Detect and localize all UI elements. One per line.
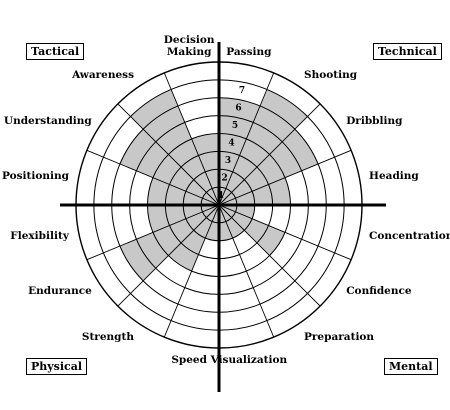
score-sector — [219, 205, 245, 239]
scale-numbers: 1 2 3 4 5 6 7 — [218, 86, 245, 201]
segment-label: Flexibility — [10, 230, 70, 242]
quadrant-axes — [60, 42, 386, 392]
scale-number: 5 — [232, 121, 238, 131]
quadrant-label-technical: Technical — [373, 43, 442, 60]
scale-number: 1 — [218, 191, 224, 201]
score-sector — [168, 205, 219, 272]
segment-labels: PassingShootingDribblingHeadingConcentra… — [2, 34, 450, 366]
score-sector — [119, 129, 219, 205]
segment-label: Confidence — [346, 285, 412, 297]
segment-divider — [163, 72, 220, 206]
segment-label: Dribbling — [346, 115, 403, 127]
score-sector — [219, 129, 319, 205]
segment-divider — [86, 204, 220, 261]
segment-label: Positioning — [2, 170, 70, 182]
segment-divider — [218, 204, 321, 307]
segment-divider — [218, 204, 275, 338]
scale-number: 2 — [221, 173, 227, 183]
scale-number: 6 — [235, 103, 241, 113]
segment-divider — [218, 149, 352, 206]
segment-divider — [117, 103, 220, 206]
segment-label: Endurance — [28, 285, 92, 297]
quadrant-label-mental: Mental — [384, 358, 438, 375]
segment-label: Passing — [226, 46, 272, 58]
score-sector — [219, 97, 261, 205]
segment-divider — [163, 204, 220, 338]
segment-divider — [86, 149, 220, 206]
scale-number: 4 — [228, 138, 234, 148]
segment-divider — [218, 204, 352, 261]
segment-label: Visualization — [210, 354, 288, 366]
segment-label: Heading — [369, 170, 419, 182]
segment-label: Awareness — [71, 69, 134, 81]
scale-number: 3 — [225, 156, 231, 166]
segment-label: Shooting — [304, 69, 358, 81]
segment-label: Strength — [82, 331, 134, 343]
segment-label: Concentration — [369, 230, 450, 242]
scale-number: 7 — [239, 86, 245, 96]
segment-label: Preparation — [304, 331, 374, 343]
quadrant-label-physical: Physical — [26, 358, 88, 375]
score-sector — [130, 89, 219, 205]
segment-label: Speed — [171, 354, 207, 366]
segment-divider — [218, 72, 275, 206]
score-sector — [219, 205, 286, 256]
segment-divider — [218, 103, 321, 206]
score-sector — [219, 89, 308, 205]
quadrant-label-tactical: Tactical — [26, 43, 85, 60]
segment-divider — [117, 204, 220, 307]
score-sector — [119, 205, 219, 281]
segment-label: Understanding — [4, 115, 93, 127]
